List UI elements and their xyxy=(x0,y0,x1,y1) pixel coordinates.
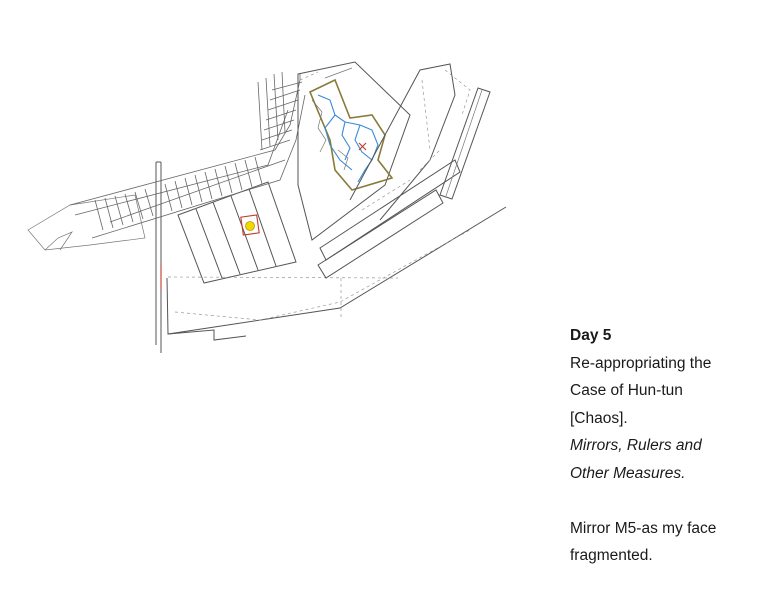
right-vertical-slab xyxy=(439,87,491,200)
red-x-marker xyxy=(358,142,367,151)
right-slab-inner xyxy=(445,89,483,197)
caption-italic-2: Other Measures. xyxy=(570,464,686,482)
right-top-region xyxy=(349,63,456,221)
caption-note-2: fragmented. xyxy=(570,547,653,564)
caption-italic-1: Mirrors, Rulers and xyxy=(570,437,702,454)
highlight-marker xyxy=(240,214,260,236)
lower-boundary-edge xyxy=(167,329,247,341)
central-enclosure xyxy=(297,61,411,241)
core-boundary xyxy=(308,78,394,191)
caption-block: Day 5 Re-appropriating the Case of Hun-t… xyxy=(570,322,750,570)
caption-note-1: Mirror M5-as my face xyxy=(570,519,717,537)
left-vertical-post xyxy=(155,161,162,353)
caption-line-1: Re-appropriating the xyxy=(570,354,712,372)
diagonal-bar-lower xyxy=(317,189,444,279)
caption-line-3: [Chaos]. xyxy=(570,409,628,427)
diagonal-bar-upper xyxy=(319,159,461,261)
dashed-right-contours xyxy=(361,69,471,211)
water-network xyxy=(311,94,379,183)
dashed-horizontal-line xyxy=(167,276,399,279)
site-plan-drawing xyxy=(27,61,507,353)
caption-title: Day 5 xyxy=(570,327,612,344)
caption-line-2: Case of Hun-tun xyxy=(570,382,683,399)
caption-spacer xyxy=(570,487,750,515)
enclosure-inner-line xyxy=(324,67,353,79)
settlement-fabric xyxy=(27,71,306,251)
strip-block xyxy=(177,181,297,284)
lower-boundary-outline xyxy=(166,206,507,335)
dashed-lower-path xyxy=(174,229,471,321)
